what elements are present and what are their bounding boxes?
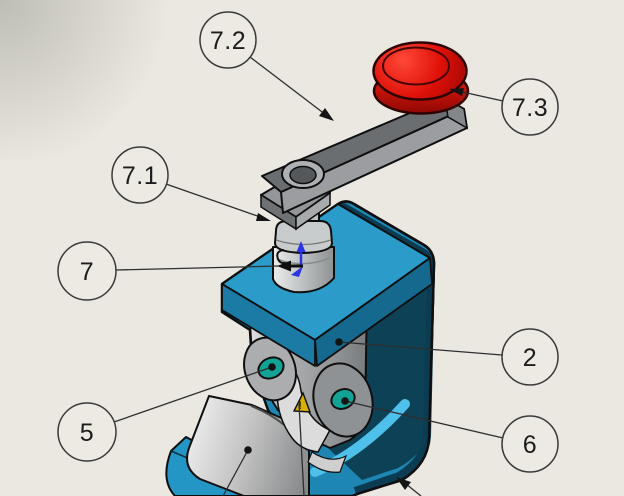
warning-icon: ! xyxy=(292,391,312,413)
lever-boss-hole xyxy=(289,165,317,185)
balloon-label: 7 xyxy=(80,258,94,286)
leader-7-3 xyxy=(457,90,504,102)
triad-hook xyxy=(276,249,287,265)
collar-shoulder-line xyxy=(275,239,332,246)
bracket-outline xyxy=(221,200,436,496)
leader-7-2 xyxy=(249,56,331,119)
lever-arm xyxy=(261,96,468,214)
balloon-7: 7 xyxy=(57,241,117,301)
leader-offscreen-ram xyxy=(222,449,249,496)
balloon-2: 2 xyxy=(501,328,559,386)
balloon-label: 5 xyxy=(80,419,94,447)
top-plate-left-edge xyxy=(221,283,316,367)
arrowhead-7-3 xyxy=(449,88,464,96)
balloon-label: 7.2 xyxy=(210,27,246,55)
leader-2 xyxy=(338,341,503,356)
origin-triad xyxy=(276,241,306,277)
leader-6 xyxy=(344,400,504,439)
anchor-dot-6 xyxy=(341,397,349,405)
balloon-7-2: 7.2 xyxy=(199,11,257,69)
knob-top-ring xyxy=(382,46,450,86)
balloon-label: 2 xyxy=(523,344,537,372)
arrowhead-bracket xyxy=(396,477,411,490)
top-plate-right-edge xyxy=(314,257,433,367)
leader-offscreen-bracket xyxy=(405,483,422,496)
balloon-7-1: 7.1 xyxy=(111,146,169,204)
leader-5 xyxy=(113,366,273,423)
anchor-dot-5 xyxy=(268,363,276,371)
knob-top xyxy=(372,41,468,101)
balloon-6: 6 xyxy=(501,415,559,473)
clevis-strip xyxy=(307,451,348,473)
warning-symbol: ! xyxy=(298,400,302,412)
leader-7 xyxy=(115,265,280,271)
leader-offscreen-center xyxy=(298,403,305,496)
triad-x-arrow xyxy=(277,260,291,272)
anchor-dot-2 xyxy=(335,338,343,346)
anchor-dot-ram xyxy=(244,446,252,454)
balloon-label: 6 xyxy=(523,431,537,459)
balloon-7-3: 7.3 xyxy=(501,78,559,136)
leader-7-1 xyxy=(165,183,264,219)
balloon-5: 5 xyxy=(57,402,117,462)
annotations: 7.2 7.3 7.1 7 2 5 6 xyxy=(57,11,559,496)
arrowhead-7-2 xyxy=(319,108,334,121)
balloon-label: 7.3 xyxy=(512,94,548,122)
balloon-label: 7.1 xyxy=(122,162,158,190)
arrowhead-7-1 xyxy=(256,213,271,221)
background-corner-shade xyxy=(0,0,200,160)
red-knob xyxy=(372,41,470,115)
collar-shoulder xyxy=(274,220,333,254)
triad-diag-arrow xyxy=(291,266,303,277)
collar-lower-shade xyxy=(276,257,331,265)
collar-lower xyxy=(272,246,335,294)
flange-right-edge xyxy=(295,191,331,231)
triad-up-arrow xyxy=(296,241,306,252)
